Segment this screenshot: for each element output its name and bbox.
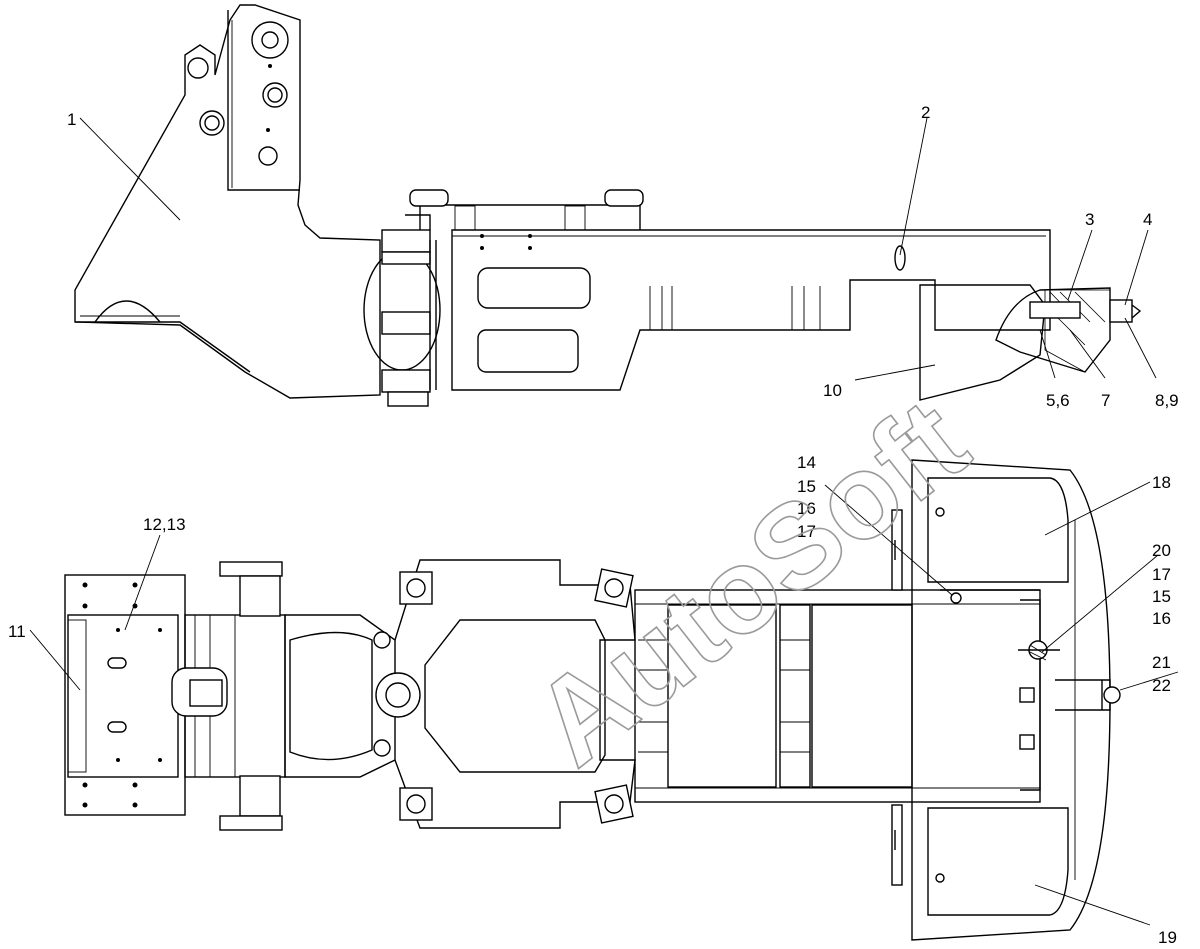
callout-1: 1 <box>67 110 76 129</box>
callout-7: 7 <box>1101 391 1110 410</box>
callout-11: 11 <box>8 622 26 641</box>
callout-22: 22 <box>1152 676 1171 695</box>
callout-labels: 1 2 3 4 5,6 7 8,9 10 11 12,13 14 15 16 1… <box>8 103 1179 947</box>
callout-15a: 15 <box>797 477 816 496</box>
callout-4: 4 <box>1143 210 1152 229</box>
side-view <box>74 4 1142 407</box>
callout-10: 10 <box>823 381 842 400</box>
callout-19: 19 <box>1158 928 1177 947</box>
callout-16b: 16 <box>1152 609 1171 628</box>
callout-20: 20 <box>1152 541 1171 560</box>
callout-2: 2 <box>921 103 930 122</box>
callout-8-9: 8,9 <box>1155 391 1179 410</box>
watermark: AutoSoft <box>510 374 992 791</box>
callout-16a: 16 <box>797 499 816 518</box>
callout-12-13: 12,13 <box>143 515 186 534</box>
top-view <box>64 459 1121 941</box>
callout-14: 14 <box>797 453 816 472</box>
callout-21: 21 <box>1152 653 1171 672</box>
callout-17a: 17 <box>797 522 816 541</box>
callout-15b: 15 <box>1152 587 1171 606</box>
callout-18: 18 <box>1152 473 1171 492</box>
leader-lines <box>29 117 1179 926</box>
callout-17b: 17 <box>1152 565 1171 584</box>
callout-3: 3 <box>1085 210 1094 229</box>
callout-5-6: 5,6 <box>1046 391 1070 410</box>
